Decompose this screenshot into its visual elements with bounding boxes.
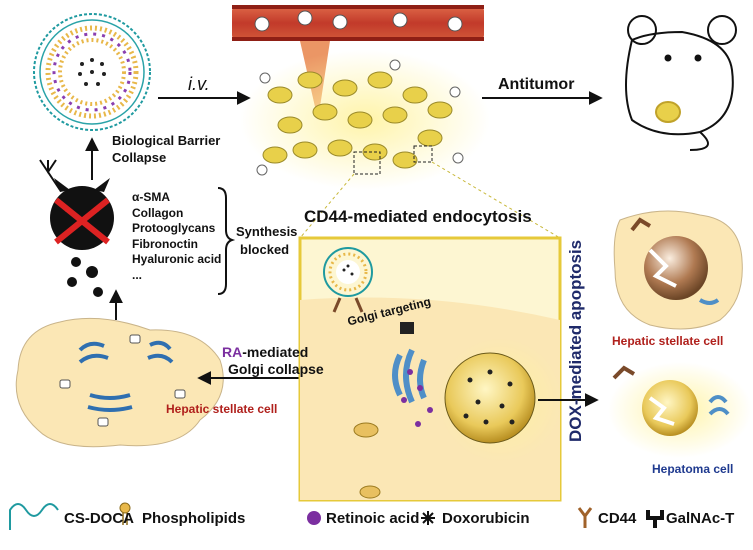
nanoparticle-icon <box>33 13 151 131</box>
iv-label: i.v. <box>188 74 210 94</box>
legend-graphics <box>9 502 664 530</box>
zoom-panel <box>298 236 562 502</box>
ecm-item: α-SMA <box>132 190 171 204</box>
devil-icon <box>39 159 114 297</box>
legend-label-cd44: CD44 <box>598 510 637 527</box>
ecm-brace <box>217 187 236 295</box>
synthesis-label-line1: Synthesis <box>236 224 298 239</box>
cs-doca-icon <box>9 503 59 530</box>
tumor-tissue <box>240 50 490 190</box>
hsc-left-label: Hepatic stellate cell <box>166 402 278 416</box>
golgi-collapse-label: Golgi collapse <box>228 361 324 377</box>
blood-vessel <box>232 5 484 120</box>
ecm-item: Fibronoctin <box>132 236 198 251</box>
ecm-list: α-SMA Collagon Protooglycans Fibronoctin… <box>132 190 221 283</box>
ra-prefix: RA <box>222 344 243 360</box>
hsc-right-label: Hepatic stellate cell <box>612 334 724 348</box>
ecm-item: Protooglycans <box>132 221 216 235</box>
ra-mediated-label: RA-mediated <box>222 344 308 360</box>
hepatic-stellate-cell-right <box>613 210 743 330</box>
zoom-lines <box>299 161 561 239</box>
dox-apoptosis-label: DOX-mediated apoptosis <box>566 239 585 442</box>
phospholipid-icon <box>119 502 131 525</box>
hepatic-stellate-cell-left <box>15 317 224 448</box>
legend-label-doxorubicin: Doxorubicin <box>442 510 530 527</box>
retinoic-acid-icon <box>307 511 321 525</box>
ecm-item: ... <box>132 267 143 282</box>
hepatoma-label: Hepatoma cell <box>652 462 734 476</box>
doxorubicin-icon <box>421 511 435 525</box>
cd44-icon <box>577 507 593 528</box>
ra-rest: -mediated <box>242 344 309 360</box>
legend-label-galnac-t: GalNAc-T <box>666 510 735 527</box>
legend-label-cs-doca: CS-DOCA <box>64 510 134 527</box>
ecm-item: Hyaluronic acid <box>132 252 222 266</box>
galnac-t-icon <box>646 510 664 528</box>
barrier-label-line2: Collapse <box>112 150 167 165</box>
barrier-label-line1: Biological Barrier <box>112 133 221 148</box>
legend-label-retinoic-acid: Retinoic acid <box>326 510 420 527</box>
mouse-icon <box>625 15 737 151</box>
legend-label-phospholipids: Phospholipids <box>142 510 246 527</box>
hepatoma-cell <box>608 362 752 458</box>
cd44-label: CD44-mediated endocytosis <box>304 207 532 226</box>
synthesis-label-line2: blocked <box>240 242 290 257</box>
ecm-item: Collagon <box>132 205 184 220</box>
antitumor-label: Antitumor <box>498 76 575 93</box>
